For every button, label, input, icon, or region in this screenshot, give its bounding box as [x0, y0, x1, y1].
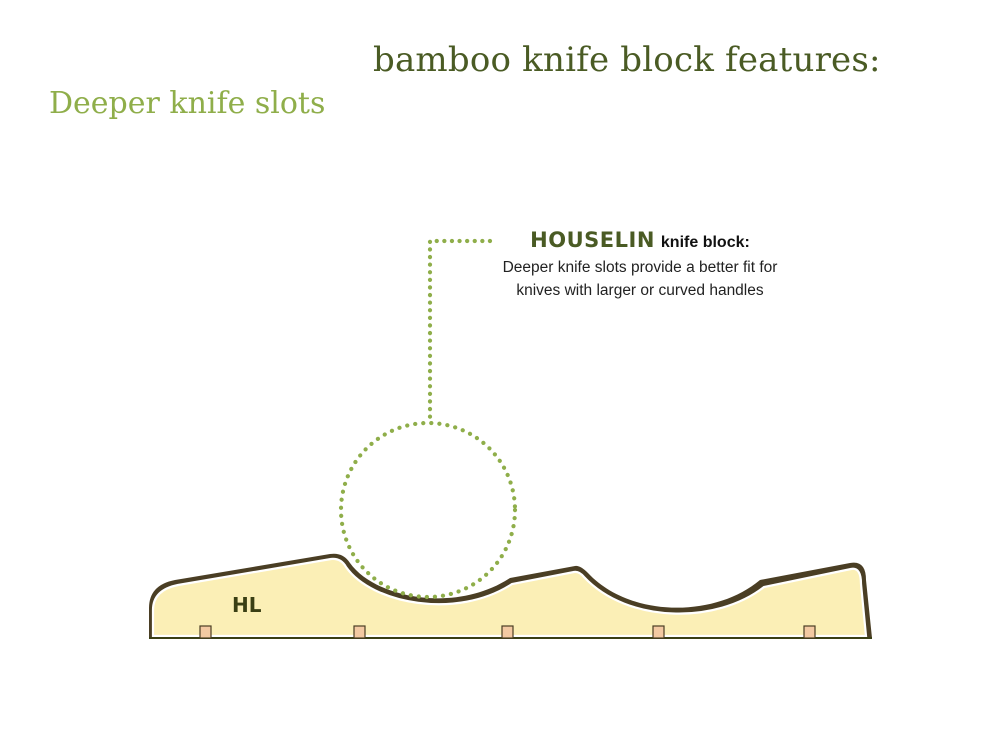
callout-heading: HOUSELIN knife block:: [460, 228, 820, 252]
brand-suffix: knife block:: [660, 234, 750, 251]
callout-description: Deeper knife slots provide a better fit …: [460, 256, 820, 302]
slot-marker: [199, 625, 212, 639]
slot-marker: [501, 625, 514, 639]
slot-marker: [803, 625, 816, 639]
feature-callout: HOUSELIN knife block: Deeper knife slots …: [460, 228, 820, 302]
callout-line-2: knives with larger or curved handles: [516, 282, 764, 299]
brand-name: HOUSELIN: [530, 228, 655, 252]
highlight-circle: [338, 420, 518, 600]
slot-marker: [353, 625, 366, 639]
block-logo-label: HL: [232, 593, 262, 617]
feature-subtitle: Deeper knife slots: [49, 86, 326, 121]
callout-line-1: Deeper knife slots provide a better fit …: [502, 259, 778, 276]
knife-block-body: [151, 557, 868, 638]
page-title: bamboo knife block features:: [373, 40, 881, 80]
slot-marker: [652, 625, 665, 639]
callout-leader-line: [427, 238, 493, 424]
